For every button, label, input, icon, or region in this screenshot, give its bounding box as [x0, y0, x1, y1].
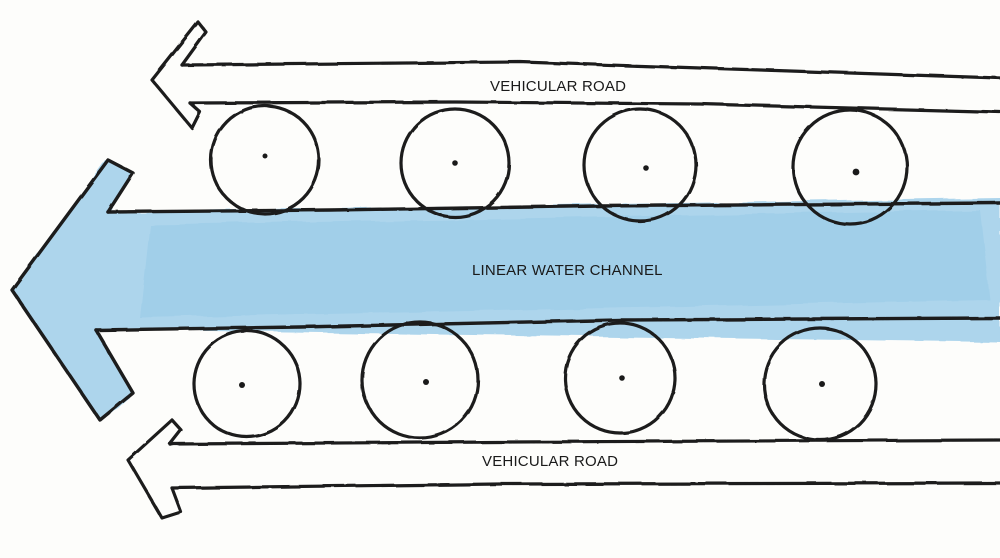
bottom-road-arrow-icon [126, 418, 1000, 520]
top-road-arrow-icon [150, 20, 1000, 130]
water-channel-label: LINEAR WATER CHANNEL [472, 262, 663, 279]
tree-canopy-icon [791, 108, 909, 226]
top-road-label: VEHICULAR ROAD [490, 78, 627, 95]
tree-canopy-icon [762, 326, 878, 442]
tree-canopy-icon [399, 107, 511, 219]
tree-canopy-icon [563, 321, 677, 435]
water-channel [12, 160, 1000, 420]
bottom-road-label: VEHICULAR ROAD [482, 453, 619, 470]
bottom-tree-row [192, 320, 878, 442]
tree-canopy-icon [360, 320, 480, 440]
top-tree-row [209, 104, 909, 226]
tree-canopy-icon [582, 107, 698, 223]
water-channel-tint [140, 210, 990, 318]
tree-canopy-icon [192, 329, 302, 439]
channel-arrow-icon [10, 158, 1000, 422]
tree-canopy-icon [209, 104, 321, 216]
tree-trunk-dots [239, 153, 860, 388]
